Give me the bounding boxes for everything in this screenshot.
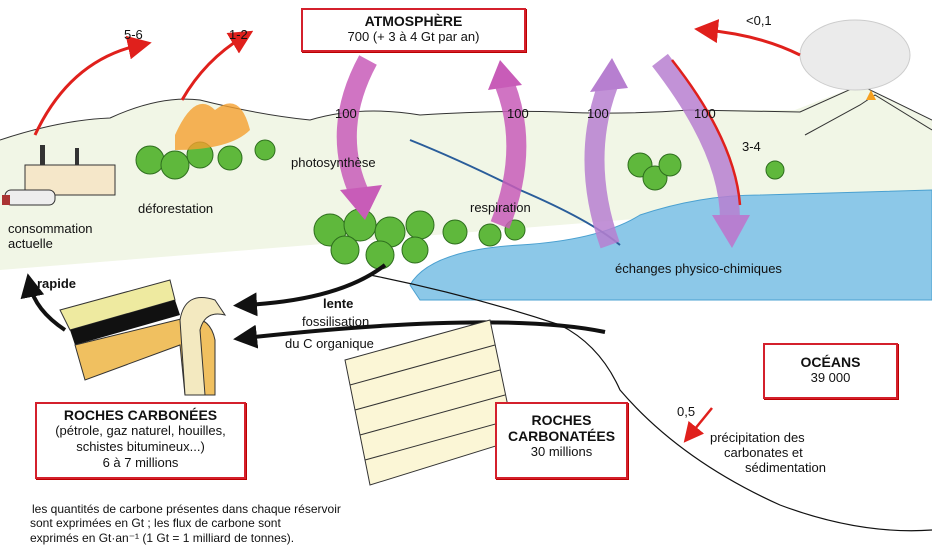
consumption-label-2: actuelle [8,236,53,251]
fire [175,103,250,150]
slow-arrow-1 [233,263,387,317]
ocean-up-flux-value: 100 [587,106,609,121]
respiration-arrow [490,81,527,229]
photosynthesis-arrow [336,55,377,200]
precipitation-flux-value: 0,5 [677,404,696,419]
atmosphere-title: ATMOSPHÈRE [364,13,463,29]
photosynthesis-arrowhead [340,185,382,220]
factory-icon [2,145,116,206]
carbonate-rocks-value: 30 millions [530,444,593,459]
cloud [799,19,911,91]
ocean-net-arrow [671,59,742,206]
carbon-rocks-reservoir-box: ROCHES CARBONÉES (pétrole, gaz naturel, … [35,402,246,479]
ocean-up-arrowhead [590,58,628,92]
oceans-value: 39 000 [810,370,851,385]
precipitation-label-2: carbonates et [724,445,803,460]
consumption-flux-value: 5-6 [124,27,143,42]
consumption-label-1: consommation [8,221,93,236]
carbon-rocks-line1: (pétrole, gaz naturel, houilles, [55,423,226,438]
carbonate-rocks-title-1: ROCHES [531,412,592,428]
horizon-line [0,84,932,141]
carbonate-rocks-reservoir-box: ROCHES CARBONATÉES 30 millions [495,402,628,479]
footnote-line3: exprimés en Gt·an⁻¹ (1 Gt = 1 milliard d… [30,531,295,545]
ocean-down-arrowhead [712,215,750,248]
deforestation-flux-value: 1-2 [229,27,248,42]
rapid-arrow [20,273,67,332]
respiration-flux-value: 100 [507,106,529,121]
trees [135,139,785,270]
precipitation-flux-arrow [683,407,713,443]
respiration-label: respiration [470,200,531,215]
atmosphere-value: 700 (+ 3 à 4 Gt par an) [347,29,480,44]
consumption-flux-arrow [33,35,152,136]
ocean-net-flux-value: 3-4 [742,139,761,154]
fossilisation-label-1: fossilisation [302,314,370,329]
seabed-line [369,274,932,532]
ocean-down-flux-value: 100 [694,106,716,121]
precipitation-label-3: sédimentation [745,460,826,475]
volcano-flux-value: <0,1 [746,13,772,28]
photosynthesis-flux-value: 100 [335,106,357,121]
footnote-line2: sont exprimées en Gt ; les flux de carbo… [30,516,281,530]
fire-icon [866,90,876,100]
atmosphere-reservoir-box: ATMOSPHÈRE 700 (+ 3 à 4 Gt par an) [301,8,526,52]
deforestation-label: déforestation [138,201,214,216]
fossilisation-label-2: du C organique [285,336,374,351]
carbon-rock-strata [59,279,227,396]
slow-arrow-2 [233,320,606,349]
rapid-label: rapide [37,276,77,291]
carbon-rocks-line2: schistes bitumineux...) [76,439,205,454]
photosynthesis-label: photosynthèse [291,155,376,170]
carbon-rocks-title: ROCHES CARBONÉES [63,407,218,423]
oceans-title: OCÉANS [800,354,861,370]
carbonate-rocks-title-2: CARBONATÉES [507,428,616,444]
precipitation-label-1: précipitation des [710,430,805,445]
respiration-arrowhead [488,60,522,90]
oceans-reservoir-box: OCÉANS 39 000 [763,343,898,399]
volcano-flux-arrow [694,19,801,57]
footnote-line1: les quantités de carbone présentes dans … [32,502,341,516]
exchanges-label: échanges physico-chimiques [615,261,782,276]
deforestation-flux-arrow [180,30,254,101]
slow-label: lente [323,296,354,311]
ocean-down-arrow [652,53,740,221]
ocean-up-arrow [584,81,620,249]
carbon-rocks-value: 6 à 7 millions [102,455,179,470]
